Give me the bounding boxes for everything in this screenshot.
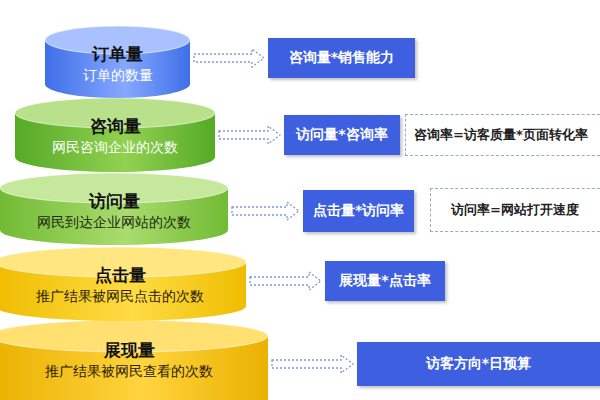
- dotted-arrow: [194, 49, 264, 67]
- formula-text: 点击量*访问率: [313, 202, 404, 220]
- funnel-cylinder: 订单量订单的数量: [45, 26, 190, 98]
- note-box: 访问率=网站打开速度: [430, 188, 600, 232]
- cylinder-label: 展现量推广结果被网民查看的次数: [0, 339, 268, 381]
- dotted-arrow: [219, 126, 280, 144]
- dotted-arrow: [232, 202, 299, 220]
- stage-description: 网民咨询企业的次数: [52, 137, 178, 157]
- note-text: 咨询率=访客质量*页面转化率: [414, 126, 588, 144]
- note-box: 咨询率=访客质量*页面转化率: [405, 114, 600, 156]
- cylinder-label: 咨询量网民咨询企业的次数: [15, 115, 215, 157]
- stage-title: 点击量: [95, 264, 146, 286]
- funnel-cylinder: 展现量推广结果被网民查看的次数: [0, 320, 268, 400]
- funnel-cylinder: 访问量网民到达企业网站的次数: [0, 173, 228, 245]
- cylinder-label: 订单量订单的数量: [45, 43, 190, 85]
- formula-box: 访客方向*日预算: [357, 342, 600, 386]
- stage-description: 订单的数量: [83, 65, 153, 85]
- formula-text: 访问量*咨询率: [296, 126, 387, 144]
- note-text: 访问率=网站打开速度: [451, 201, 579, 219]
- funnel-cylinder: 咨询量网民咨询企业的次数: [15, 98, 215, 172]
- formula-box: 访问量*咨询率: [284, 115, 400, 155]
- formula-box: 展现量*点击率: [325, 261, 445, 301]
- formula-text: 访客方向*日预算: [426, 355, 531, 373]
- stage-description: 网民到达企业网站的次数: [37, 212, 191, 232]
- cylinder-label: 点击量推广结果被网民点击的次数: [0, 264, 246, 306]
- formula-box: 咨询量*销售能力: [268, 38, 415, 78]
- stage-description: 推广结果被网民查看的次数: [45, 361, 213, 381]
- dotted-arrow: [272, 355, 353, 373]
- dotted-arrow: [250, 272, 321, 290]
- stage-title: 展现量: [104, 339, 155, 361]
- stage-title: 订单量: [92, 43, 143, 65]
- funnel-cylinder: 点击量推广结果被网民点击的次数: [0, 247, 246, 321]
- stage-title: 访问量: [89, 190, 140, 212]
- formula-text: 咨询量*销售能力: [289, 49, 394, 67]
- stage-title: 咨询量: [90, 115, 141, 137]
- formula-box: 点击量*访问率: [303, 190, 414, 232]
- cylinder-label: 访问量网民到达企业网站的次数: [0, 190, 228, 232]
- stage-description: 推广结果被网民点击的次数: [36, 286, 204, 306]
- formula-text: 展现量*点击率: [339, 272, 430, 290]
